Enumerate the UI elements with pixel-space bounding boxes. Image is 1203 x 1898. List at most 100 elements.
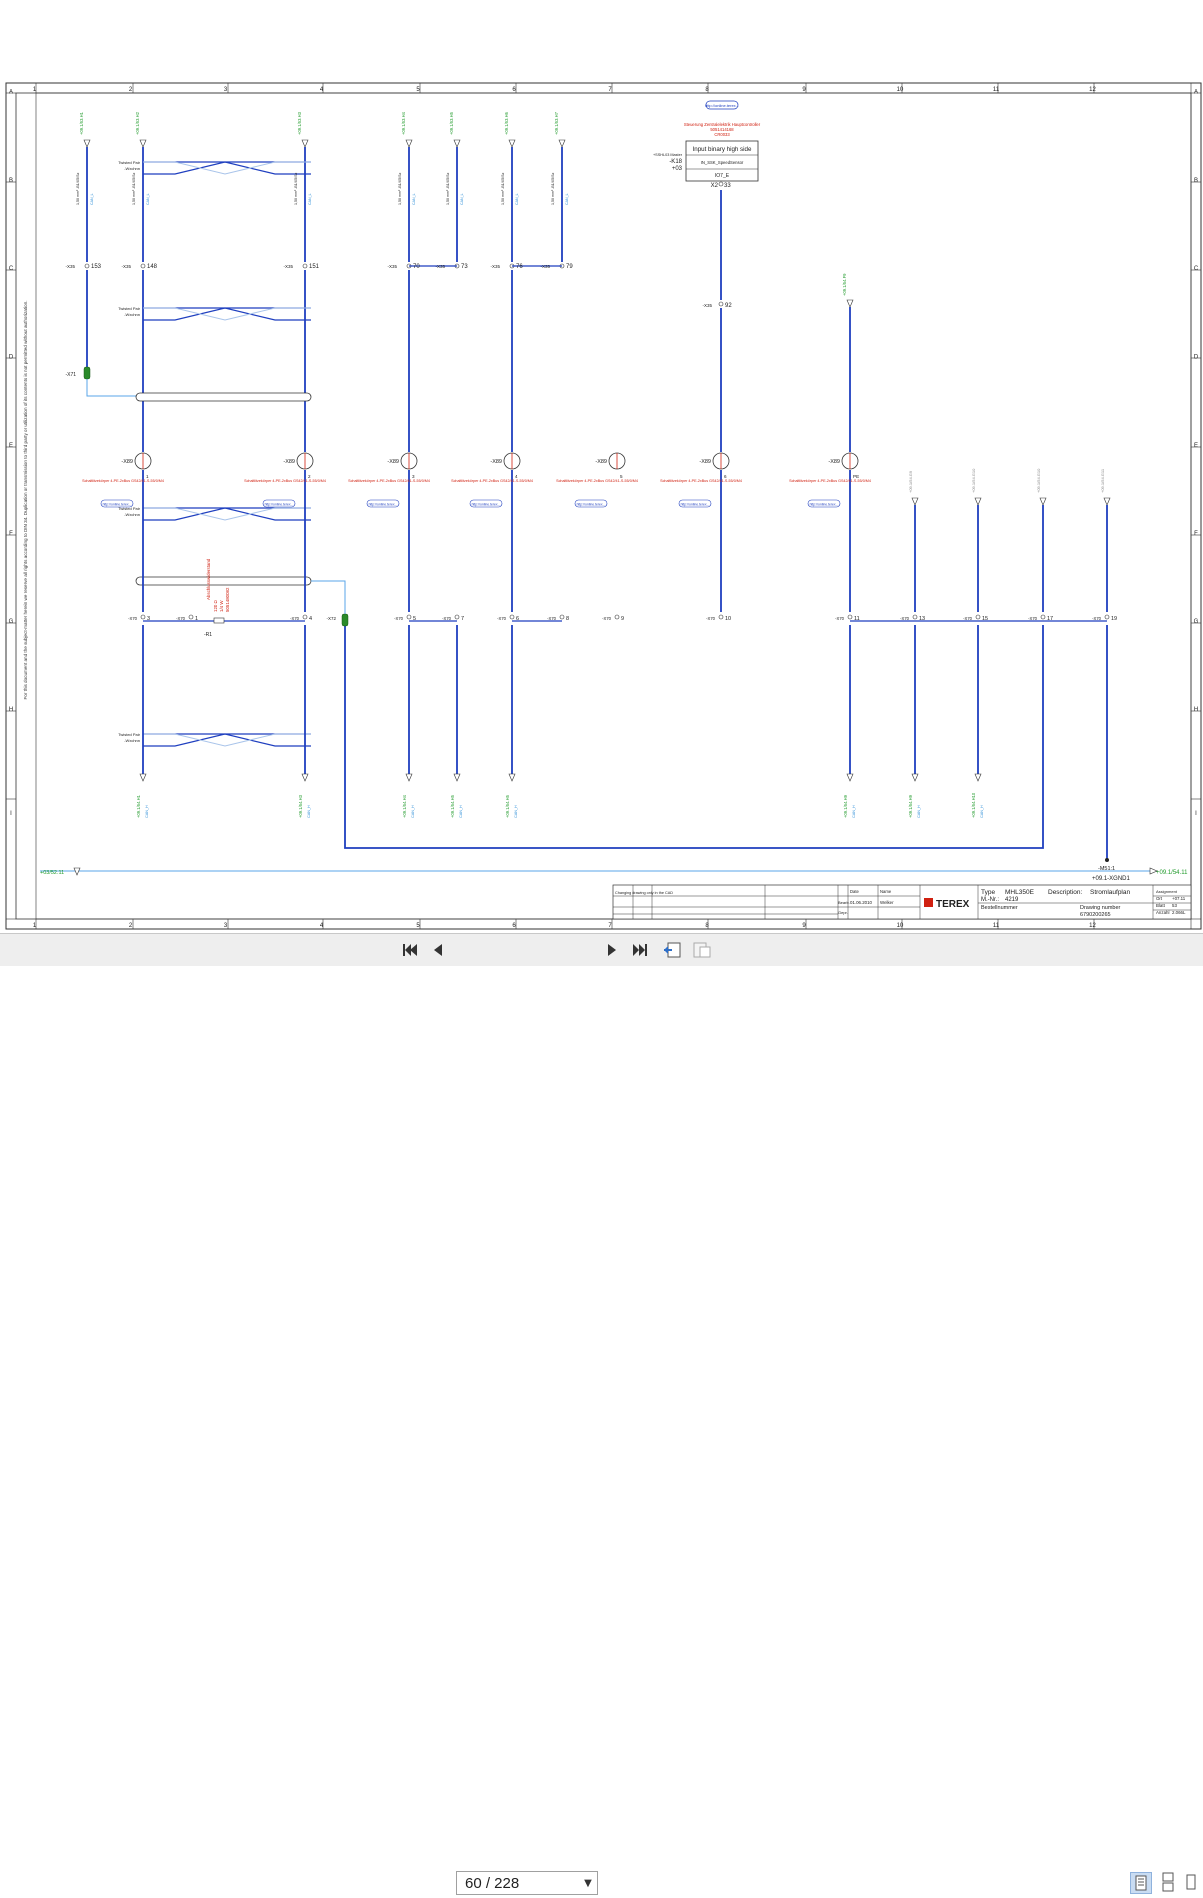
terminal-number: 92 <box>725 303 732 309</box>
twisted-pair <box>143 507 311 521</box>
control-unit-x2: X2 <box>711 183 719 189</box>
column-label: 1 <box>33 923 37 929</box>
tb-mnr: 4219 <box>1005 897 1019 903</box>
tb-assignment: Assignment <box>1156 889 1178 894</box>
terminal-strip-label: -X35 <box>540 264 550 269</box>
facing-view-icon[interactable] <box>1184 1872 1200 1894</box>
x71-label: -X71 <box>65 372 76 378</box>
x89-label: -X89 <box>828 459 840 465</box>
next-page-icon[interactable] <box>602 938 622 962</box>
wire-arrow-icon <box>83 139 91 148</box>
wire-arrow-icon <box>453 139 461 148</box>
wire-ref-label: +09.1/53.H3 <box>297 111 302 135</box>
wire-spec-label: 1,50 mm² -B1/X5/Sx <box>551 172 555 205</box>
signal-label: CAN_H <box>459 805 463 818</box>
doc-link-button <box>574 499 608 508</box>
terminal-strip-label: -X70 <box>963 616 973 621</box>
x89-pin: 2 <box>308 474 311 479</box>
first-page-icon[interactable] <box>398 938 422 962</box>
terminal-strip-label: -X35 <box>435 264 445 269</box>
terminal-node <box>509 614 515 620</box>
terminal-number: 17 <box>1047 616 1053 622</box>
wire-spec-label: 1,50 mm² -B1/X5/Sx <box>501 172 505 205</box>
terminal-number: 148 <box>147 264 158 270</box>
signal-label: CAN_H <box>514 805 518 818</box>
tb-description: Stromlaufplan <box>1090 889 1130 896</box>
doc-link-button <box>678 499 712 508</box>
row-label: A <box>1194 90 1198 96</box>
wire-ref-label: +09.1/54.G10 <box>971 468 976 493</box>
shield-component-label: Schaltlitzekörper 4-PE-2xBus GS42/41-S-5… <box>451 479 533 483</box>
page-number-select[interactable]: 60 / 228 ▼ <box>456 1871 598 1895</box>
wire-arrow-icon <box>974 773 982 782</box>
wire-ref-label: +09.1/53.H2 <box>135 111 140 135</box>
control-unit-link-text: http://online.terex... <box>705 103 739 108</box>
tb-anzahl-label: Anzahl <box>1156 910 1169 915</box>
row-label: I <box>10 811 12 817</box>
last-page-icon[interactable] <box>628 938 652 962</box>
terminal-number: 8 <box>566 616 569 622</box>
row-label: G <box>1194 619 1199 625</box>
chevron-down-icon[interactable]: ▼ <box>584 1877 592 1889</box>
row-label: H <box>1194 707 1198 713</box>
twisted-pair <box>143 161 311 175</box>
column-label: 9 <box>802 87 806 93</box>
row-label: H <box>9 707 13 713</box>
wire-arrow-icon <box>405 139 413 148</box>
column-label: 12 <box>1089 923 1096 929</box>
termination-resistor: Abschlusswiderstand 120 Ω 1/4 W 50514800… <box>204 558 230 638</box>
forward-view-icon[interactable] <box>690 938 714 962</box>
wire-ref-label: +09.1/53.H7 <box>554 111 559 135</box>
viewer-toolbar: 60 / 228 ▼ <box>0 933 1203 1895</box>
signal-label: CAN_L <box>308 193 312 205</box>
tb-drawing-number: 6790200265 <box>1080 912 1111 918</box>
row-label: A <box>9 90 13 96</box>
doc-link-text: http://online.terex... <box>810 503 839 507</box>
terminal-number: 6 <box>516 616 519 622</box>
terminal-strip-label: -X70 <box>497 616 507 621</box>
continuous-view-icon[interactable] <box>1158 1872 1180 1894</box>
signal-label: CAN_H <box>917 805 921 818</box>
tb-date-label: Date <box>850 889 860 894</box>
row-label: F <box>1194 531 1198 537</box>
x89-label: -X89 <box>283 459 295 465</box>
terminal-number: 7 <box>461 616 464 622</box>
x89-pin: 5 <box>620 474 623 479</box>
terminal-node <box>140 263 146 269</box>
prev-page-icon[interactable] <box>428 938 448 962</box>
terminal-node <box>718 181 724 187</box>
shield-component-label: Schaltlitzekörper 4-PE-2xBus GS42/41-S-5… <box>660 479 742 483</box>
terminal-strip-label: -X70 <box>547 616 557 621</box>
terminal-strip-label: -X70 <box>176 616 186 621</box>
tb-bestell-label: Bestellnummer <box>981 905 1018 911</box>
shield-component-label: Schaltlitzekörper 4-PE-2xBus GS42/41-S-5… <box>82 479 164 483</box>
wire-ref-label: +09.1/54.H9 <box>908 794 913 818</box>
control-unit-pin-no: 33 <box>724 183 731 189</box>
signal-label: CAN_L <box>460 193 464 205</box>
row-label: G <box>9 619 14 625</box>
column-label: 4 <box>320 87 324 93</box>
wire-ref-label: +09.1/53.H6 <box>504 111 509 135</box>
terminal-node <box>559 614 565 620</box>
wire-spec-label: 1,50 mm² -B1/X5/Sx <box>446 172 450 205</box>
tb-author: Welker <box>880 900 894 905</box>
column-label: 3 <box>224 923 228 929</box>
terminal-strip-label: -X70 <box>900 616 910 621</box>
signal-label: CAN_H <box>307 805 311 818</box>
terminal-number: 70 <box>413 264 420 270</box>
twisted-pair <box>143 733 311 747</box>
resistor-label: Abschlusswiderstand <box>206 558 211 600</box>
wire-ref-label: +09.1/54.F9 <box>842 273 847 296</box>
twisted-pair-id: -Wxchnn <box>124 312 140 317</box>
single-page-view-icon[interactable] <box>1130 1872 1152 1894</box>
terminal-number: 1 <box>195 616 198 622</box>
tb-changes: Changing drawing only in the CAD <box>615 891 673 895</box>
ground-return-wire <box>344 625 1044 849</box>
back-view-icon[interactable] <box>660 938 684 962</box>
terminal-node <box>188 614 194 620</box>
wire-spec-label: 1,50 mm² -B1/X5/Sx <box>294 172 298 205</box>
column-label: 10 <box>897 87 904 93</box>
doc-link-button <box>469 499 503 508</box>
control-unit-link[interactable] <box>705 100 739 110</box>
